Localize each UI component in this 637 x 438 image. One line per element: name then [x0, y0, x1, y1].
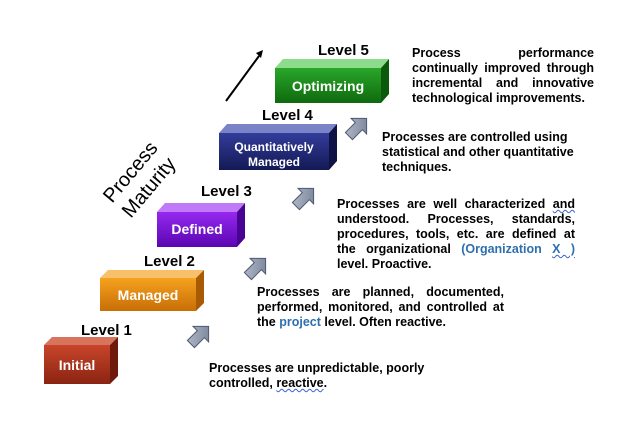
level-3-label: Level 3	[201, 183, 252, 200]
level-5-label: Level 5	[318, 42, 369, 59]
level-4-name-line2: Managed	[248, 155, 300, 169]
maturity-arrow	[225, 50, 263, 102]
step-arrow-1	[186, 325, 210, 349]
step-arrow-2	[243, 257, 267, 281]
level-2-box: Managed	[100, 270, 204, 311]
level-3-name: Defined	[171, 221, 222, 237]
step-arrow-4	[344, 117, 368, 141]
level-1-name: Initial	[59, 357, 96, 373]
level-2-description: Processes are planned, documented, perfo…	[257, 285, 504, 329]
level-5-description: Process performance continually improved…	[412, 46, 594, 105]
level-1-label: Level 1	[81, 322, 132, 339]
level-4-description: Processes are controlled using statistic…	[382, 130, 574, 174]
level-5-name: Optimizing	[292, 78, 364, 94]
level-1-box: Initial	[44, 337, 118, 384]
level-1-description: Processes are unpredictable, poorly cont…	[209, 361, 425, 390]
level-5-box: Optimizing	[275, 59, 389, 103]
step-arrow-3	[291, 187, 315, 211]
level-4-name-line1: Quantitatively	[234, 140, 314, 154]
level-2-label: Level 2	[144, 253, 195, 270]
level-3-description: Processes are well characterized and und…	[337, 197, 575, 271]
level-4-label: Level 4	[262, 107, 313, 124]
level-2-name: Managed	[118, 287, 179, 303]
level-4-box: Quantitatively Managed	[219, 124, 337, 170]
level-3-box: Defined	[157, 203, 245, 247]
